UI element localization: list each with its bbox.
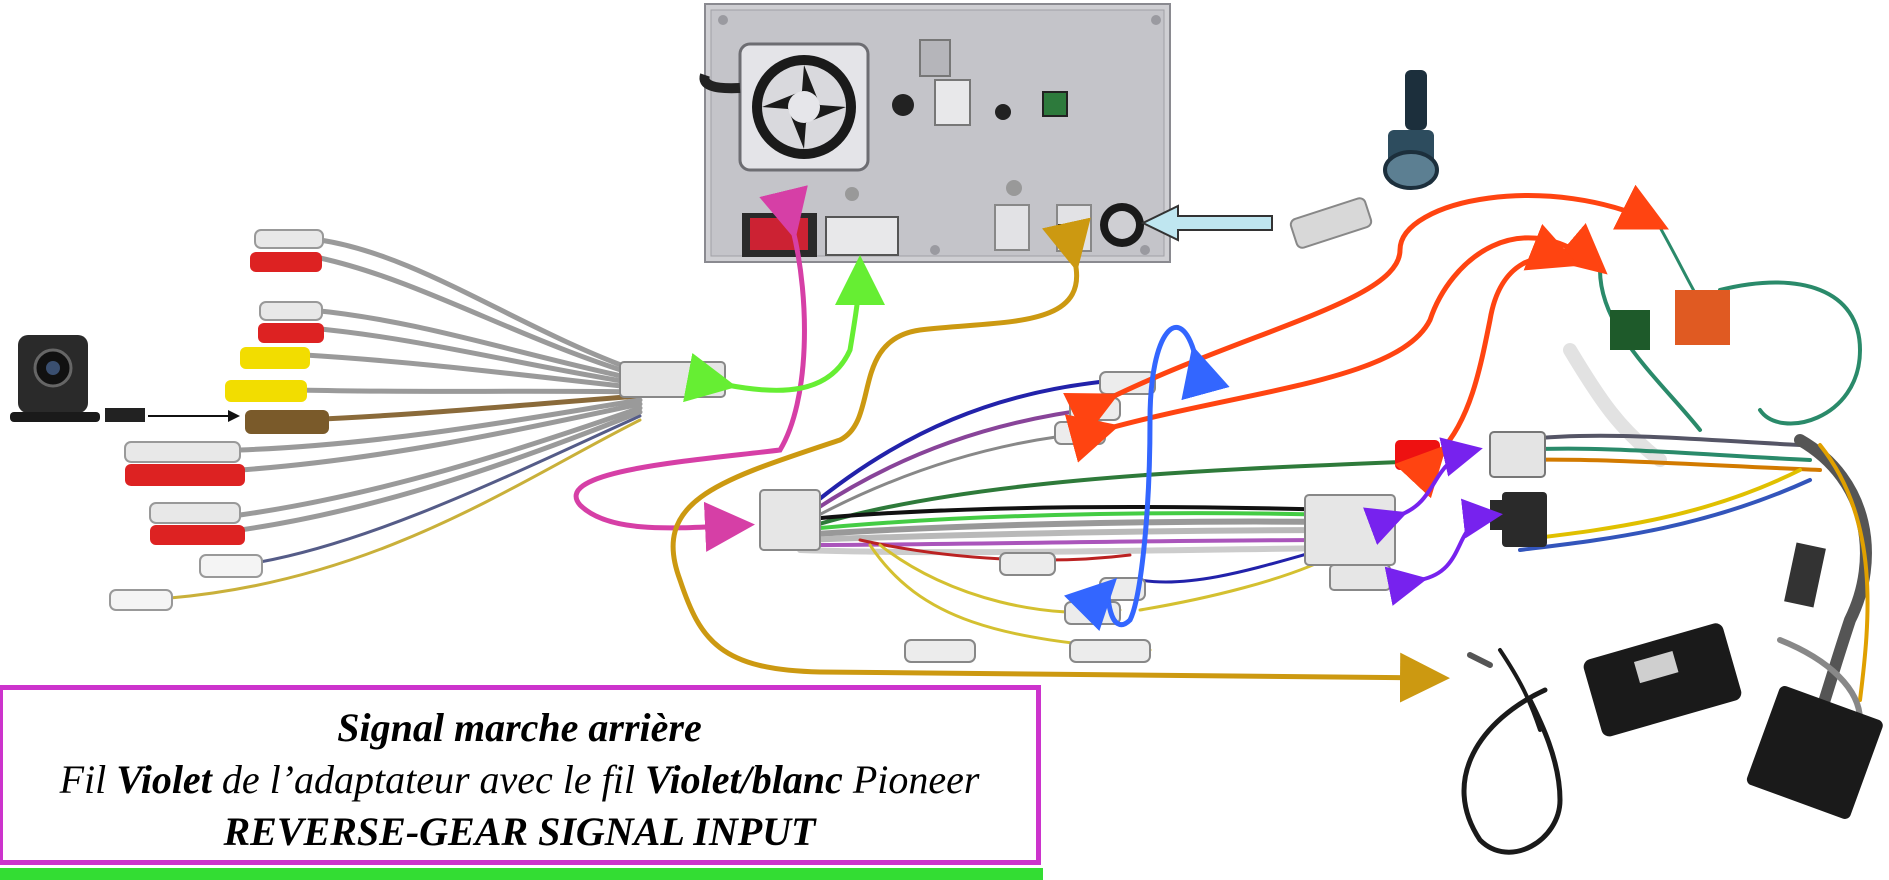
iso-connector-icon <box>1489 431 1883 819</box>
caption-text-2: de l’adaptateur avec le fil <box>211 757 646 802</box>
caption-text-1: Fil <box>59 757 117 802</box>
caption-english: REVERSE-GEAR SIGNAL INPUT <box>223 809 816 854</box>
rca-harness-icon <box>109 229 726 611</box>
green-connection-arrow <box>683 255 885 403</box>
green-strip <box>0 868 1043 880</box>
cooling-fan-icon <box>738 42 870 172</box>
caption-description: Fil Violet de l’adaptateur avec le fil V… <box>3 756 1036 803</box>
caption-text-3: Pioneer <box>842 757 980 802</box>
caption-bold-violet-white: Violet/blanc <box>645 757 843 802</box>
caption-title: Signal marche arrière <box>337 705 702 750</box>
caption-box: Signal marche arrière Fil Violet de l’ad… <box>0 685 1041 865</box>
caption-bold-violet: Violet <box>116 757 212 802</box>
orange-connection-arrow-3 <box>1394 223 1580 499</box>
rear-camera-icon <box>10 335 240 422</box>
gold-connection-arrow <box>670 217 1450 703</box>
head-unit-back-panel-icon <box>699 3 1171 263</box>
violet-connection-arrow-2 <box>1384 498 1503 606</box>
blue-connection-arrow <box>1064 324 1230 632</box>
